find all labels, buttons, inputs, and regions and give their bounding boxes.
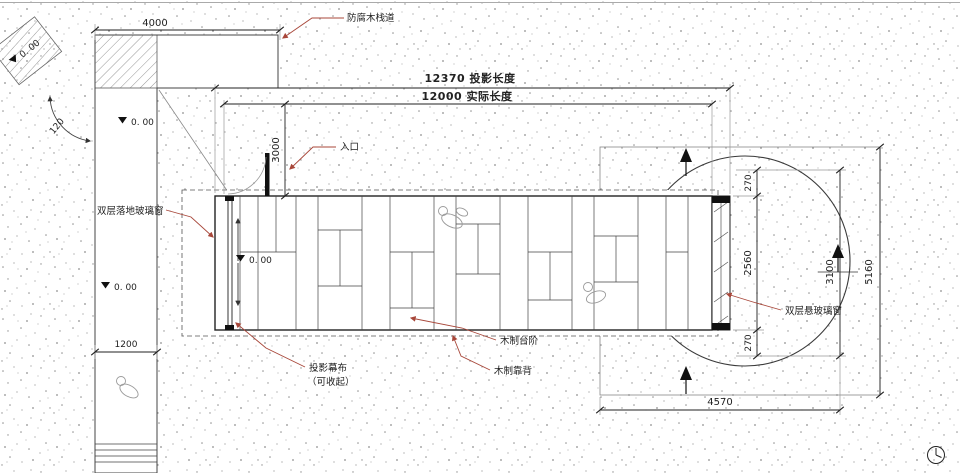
boardwalk <box>94 34 279 473</box>
clock-icon <box>927 446 945 464</box>
direction-arrow-top <box>680 148 692 176</box>
boardwalk-steps <box>95 443 157 463</box>
left-glass-window <box>227 196 233 330</box>
label-wood-backrest: 木制靠背 <box>494 365 532 377</box>
leader-backrest <box>452 334 491 371</box>
leader-steps <box>409 316 497 341</box>
label-boardwalk: 防腐木栈道 <box>347 12 395 24</box>
leader-boardwalk <box>282 17 344 39</box>
angle-arc <box>47 95 92 144</box>
elevation-marker-interior: 0. 00 <box>236 255 272 266</box>
right-glass-window <box>711 195 731 331</box>
leader-screen <box>235 322 306 368</box>
elevation-marker-walkway-lower: 0. 00 <box>101 282 137 293</box>
elevation-walkway-lower-value: 0. 00 <box>114 283 137 293</box>
leader-left-glass <box>165 209 214 238</box>
label-screen-line1: 投影幕布 <box>309 362 347 374</box>
building <box>214 153 731 331</box>
dim-boardwalk-width: 1200 <box>115 340 138 350</box>
dim-terrace-outer-height: 5160 <box>864 259 875 284</box>
dim-projection-length: 12370 投影长度 <box>424 71 516 85</box>
figure-sketches <box>116 206 607 399</box>
label-left-glass: 双层落地玻璃窗 <box>97 205 164 217</box>
leader-lines <box>165 17 782 371</box>
door-swing-arc <box>227 156 267 195</box>
boardwalk-corner-hatch <box>94 34 158 89</box>
window-end-caps <box>225 196 730 330</box>
label-right-glass: 双层悬玻璃窗 <box>785 305 842 317</box>
dim-gap-bottom: 270 <box>744 334 754 351</box>
ramp-patch-outline <box>0 16 63 86</box>
label-entrance: 入口 <box>340 142 359 153</box>
elevation-triangle-icon <box>118 117 127 124</box>
dim-building-depth: 2560 <box>743 250 754 275</box>
person-sketch <box>583 282 607 304</box>
dim-entrance-depth: 3000 <box>271 137 282 162</box>
dim-actual-length: 12000 实际长度 <box>421 89 513 103</box>
elevation-interior-value: 0. 00 <box>249 256 272 266</box>
entrance-door <box>265 153 270 196</box>
elevation-triangle-icon <box>101 282 110 289</box>
dim-gap-top: 270 <box>744 174 754 191</box>
direction-arrow-bottom <box>680 366 692 394</box>
dimension-lines <box>95 29 881 411</box>
path-edge-line <box>158 89 229 193</box>
label-wood-steps: 木制台阶 <box>500 335 539 347</box>
leader-entrance <box>289 146 336 170</box>
person-sketch <box>438 206 469 229</box>
label-screen-line2: （可收起） <box>307 376 355 388</box>
person-sketch <box>116 376 139 399</box>
elevation-walkway-upper-value: 0. 00 <box>131 118 154 128</box>
leader-right-glass <box>725 292 782 311</box>
elevation-marker-walkway-upper: 0. 00 <box>118 117 154 128</box>
elevation-triangle-icon <box>236 255 245 262</box>
dim-boardwalk-length: 4000 <box>142 18 167 29</box>
direction-arrow-right <box>818 244 858 273</box>
direction-arrows <box>680 148 858 394</box>
dim-terrace-width: 4570 <box>707 397 732 408</box>
deck-plank-pattern <box>239 196 689 330</box>
ramp-patch: 0. 00 <box>0 16 63 86</box>
building-outline <box>214 195 713 331</box>
elevation-triangle-icon <box>8 54 17 63</box>
